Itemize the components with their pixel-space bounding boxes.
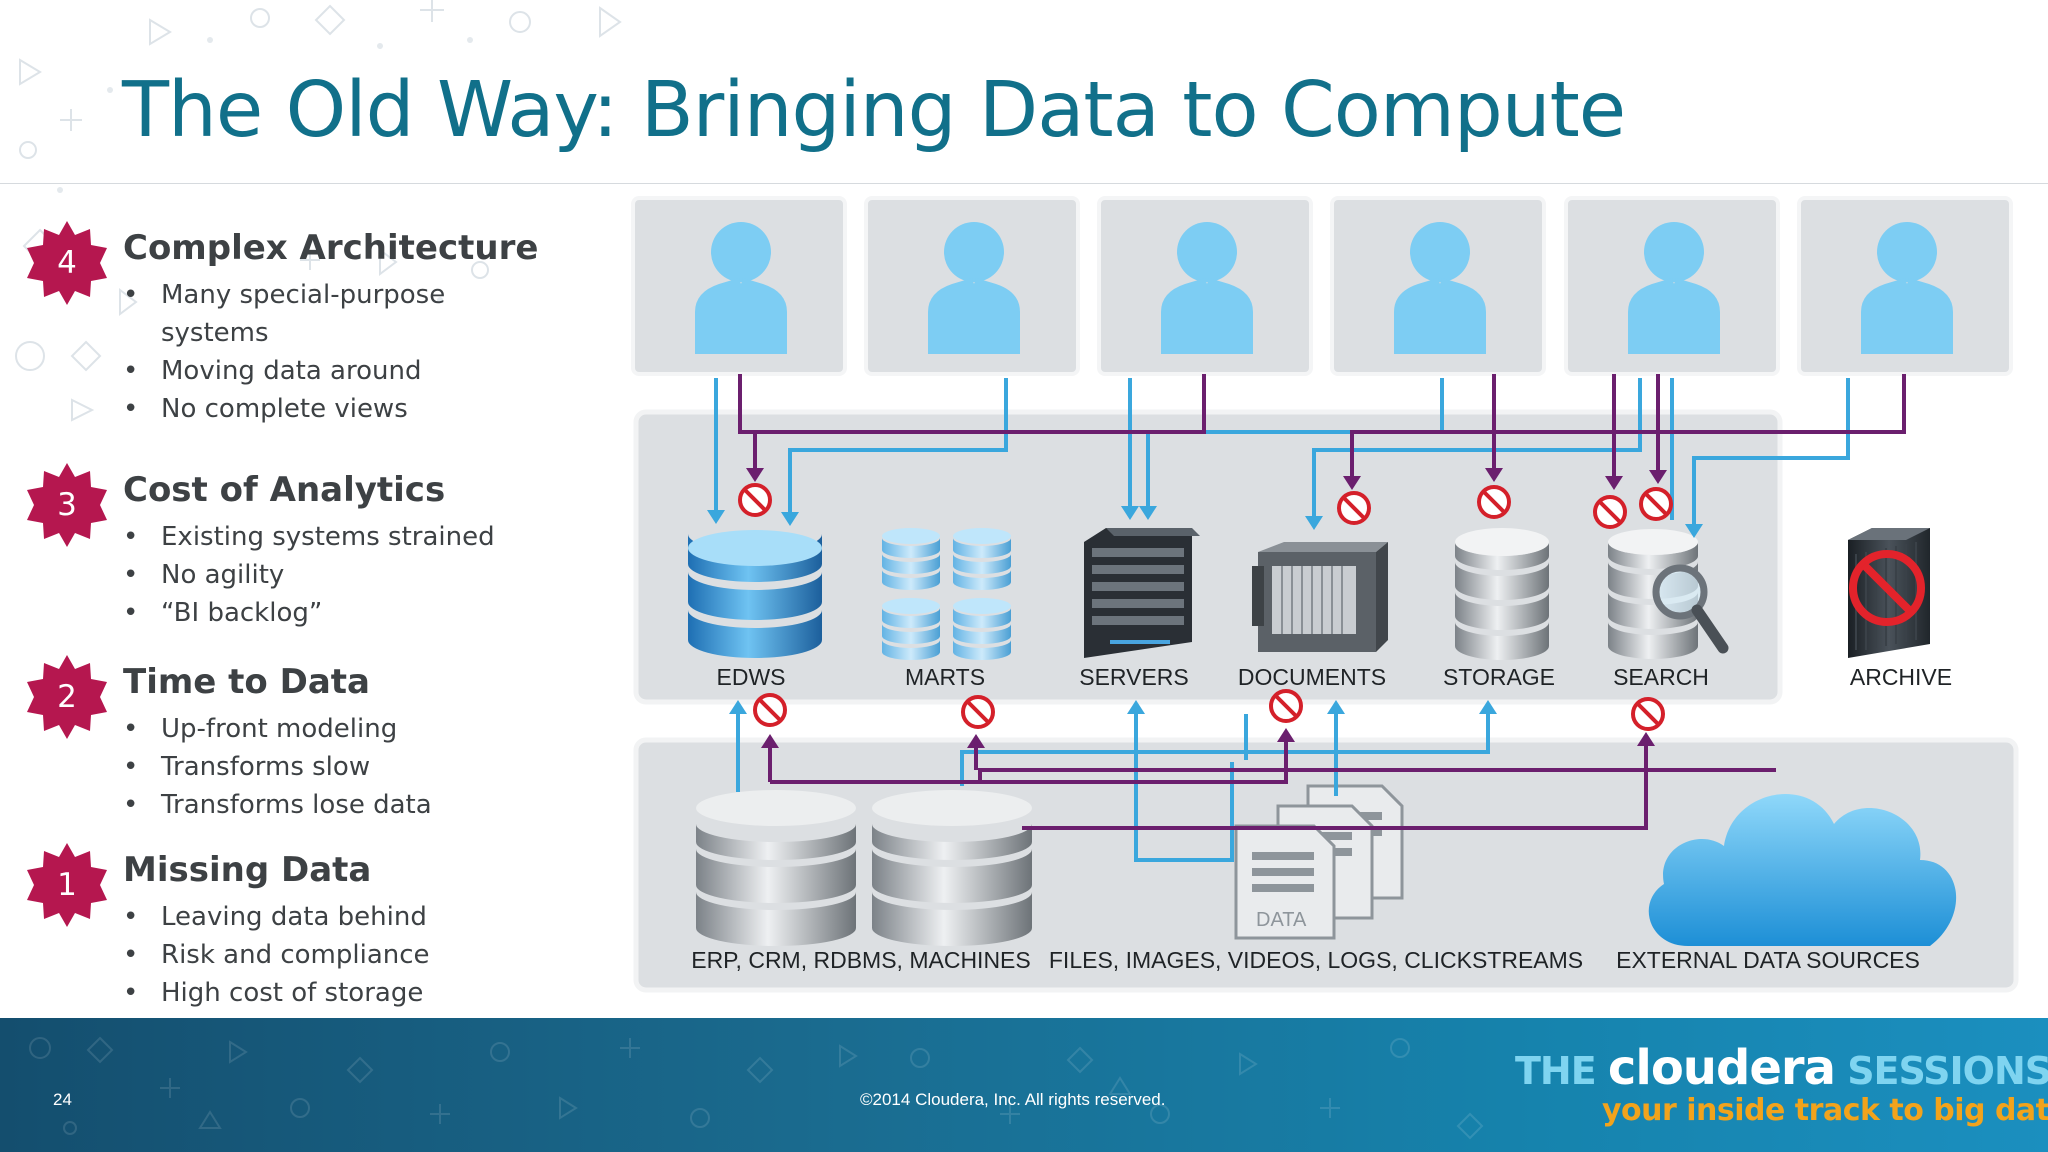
blue-arrowheads (707, 506, 1703, 714)
user-icon (1628, 222, 1720, 354)
bullet-list: Up-front modeling Transforms slow Transf… (123, 710, 511, 824)
source-label-databases: ERP, CRM, RDBMS, MACHINES (691, 947, 1031, 973)
archive-label: ARCHIVE (1850, 664, 1952, 690)
badge-star-icon (27, 463, 107, 547)
user-tile (1564, 196, 1780, 376)
user-icon (928, 222, 1020, 354)
no-entry-icon (753, 693, 787, 727)
section-heading: Time to Data (123, 662, 370, 702)
user-tile (864, 196, 1080, 376)
system-label-documents: DOCUMENTS (1238, 664, 1386, 690)
title-divider (0, 183, 2048, 184)
server-icon (1084, 528, 1200, 658)
brand-name: cloudera (1607, 1040, 1836, 1096)
no-entry-icon (1337, 491, 1371, 525)
bullet-item: Leaving data behind (123, 898, 511, 936)
badge-number: 3 (57, 487, 77, 523)
documents-server-icon (1252, 542, 1388, 652)
user-icon (1861, 222, 1953, 354)
user-icon (1161, 222, 1253, 354)
source-label-files: FILES, IMAGES, VIDEOS, LOGS, CLICKSTREAM… (1049, 947, 1583, 973)
brand-the: THE (1515, 1049, 1597, 1093)
badge-star-icon (27, 655, 107, 739)
bullet-item: Transforms lose data (123, 786, 511, 824)
badge-number: 2 (57, 679, 77, 715)
bullet-item: “BI backlog” (123, 594, 511, 632)
storage-database-icon (1455, 528, 1549, 660)
bullet-item: No complete views (123, 390, 511, 428)
user-icon (695, 222, 787, 354)
blue-flow-arrows (714, 378, 1850, 862)
no-entry-icons (738, 483, 1673, 731)
footer-bar (0, 1018, 2048, 1152)
number-badge: 4 (22, 218, 112, 308)
background-pattern (15, 0, 622, 422)
rdbms-database-icon (872, 790, 1032, 946)
system-label-servers: SERVERS (1079, 664, 1189, 690)
section-heading: Missing Data (123, 850, 372, 890)
archive-rack-icon (1848, 528, 1930, 658)
badge-star-icon (27, 843, 107, 927)
purple-flow-arrows (738, 374, 1906, 830)
number-badge: 1 (22, 840, 112, 930)
bullet-item: Up-front modeling (123, 710, 511, 748)
bullet-list: Existing systems strained No agility “BI… (123, 518, 511, 632)
search-database-icon (1608, 529, 1729, 659)
bullet-list: Leaving data behind Risk and compliance … (123, 898, 511, 1012)
user-tile (1330, 196, 1546, 376)
no-entry-icon (1631, 697, 1665, 731)
no-entry-icon (1639, 487, 1673, 521)
document-data-label: DATA (1256, 909, 1307, 931)
user-tile (1797, 196, 2013, 376)
cloudera-sessions-logo: THE cloudera SESSIONS (1515, 1040, 2048, 1096)
source-label-external: EXTERNAL DATA SOURCES (1616, 947, 1920, 973)
brand-sessions: SESSIONS (1847, 1049, 2048, 1093)
badge-star-icon (27, 221, 107, 305)
cloud-icon (1648, 793, 1957, 946)
bullet-item: Moving data around (123, 352, 511, 390)
footer-pattern (29, 1036, 1484, 1140)
no-entry-icon (1593, 495, 1627, 529)
no-entry-icon (1269, 689, 1303, 723)
bullet-item: No agility (123, 556, 511, 594)
number-badge: 2 (22, 652, 112, 742)
number-badge: 3 (22, 460, 112, 550)
files-document-icon: DATA (1234, 784, 1404, 940)
no-entry-icon (1477, 485, 1511, 519)
user-icon (1394, 222, 1486, 354)
bullet-item: Risk and compliance (123, 936, 511, 974)
architecture-diagram: DATA (631, 196, 2019, 993)
edws-database-icon (688, 530, 822, 658)
copyright-text: ©2014 Cloudera, Inc. All rights reserved… (860, 1090, 1166, 1109)
user-tiles (631, 196, 2013, 376)
system-label-search: SEARCH (1613, 664, 1709, 690)
brand-tagline: your inside track to big data (1602, 1093, 2048, 1128)
section-heading: Complex Architecture (123, 228, 539, 268)
bullet-item: Many special-purpose systems (123, 276, 511, 352)
marts-database-icon (882, 528, 1011, 660)
badge-number: 4 (57, 245, 77, 281)
bullet-item: High cost of storage (123, 974, 511, 1012)
page-number: 24 (53, 1090, 72, 1109)
bullet-list: Many special-purpose systems Moving data… (123, 276, 511, 428)
bullet-item: Transforms slow (123, 748, 511, 786)
bullet-item: Existing systems strained (123, 518, 511, 556)
no-entry-icon (961, 695, 995, 729)
purple-arrowheads (746, 468, 1667, 748)
user-tile (631, 196, 847, 376)
no-entry-icon (738, 483, 772, 517)
section-heading: Cost of Analytics (123, 470, 446, 510)
slide-title: The Old Way: Bringing Data to Compute (122, 66, 1626, 155)
user-tile (1097, 196, 1313, 376)
system-label-storage: STORAGE (1443, 664, 1555, 690)
system-label-edws: EDWS (717, 664, 786, 690)
system-label-marts: MARTS (905, 664, 985, 690)
badge-number: 1 (57, 867, 77, 903)
erp-database-icon (696, 790, 856, 946)
